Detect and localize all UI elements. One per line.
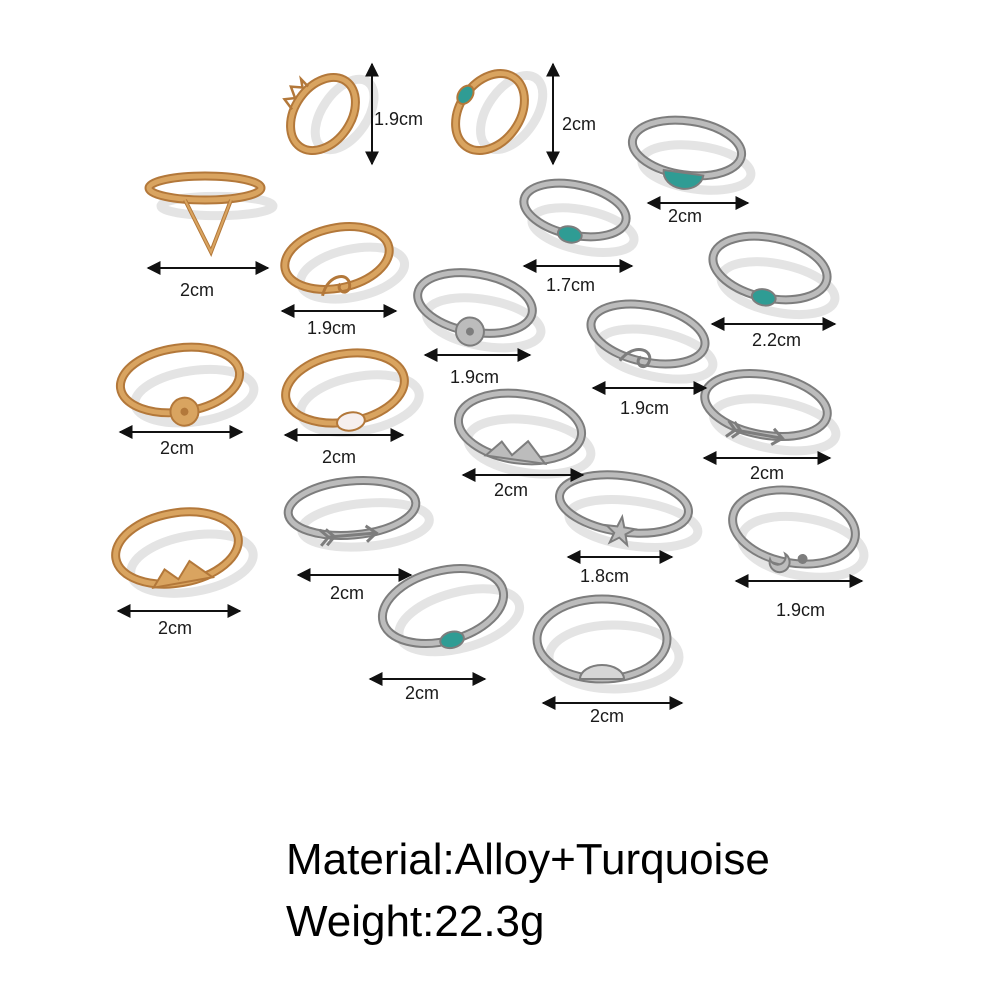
silver-arrow-ring bbox=[283, 476, 434, 552]
size-label-silver-moon-turquoise-open-ring: 2.2cm bbox=[752, 330, 802, 350]
size-label-silver-compass-ring: 1.9cm bbox=[450, 367, 500, 387]
size-label-silver-wave-ring: 1.9cm bbox=[620, 398, 670, 418]
size-label-gold-wave-ring: 1.9cm bbox=[307, 318, 357, 338]
weight-text: Weight:22.3g bbox=[286, 897, 545, 946]
silver-turquoise-oval-ring bbox=[519, 178, 639, 257]
gold-chevron-ring bbox=[144, 171, 278, 257]
silver-half-moon-turquoise-ring bbox=[627, 115, 756, 195]
size-label-silver-arrow-ring: 2cm bbox=[330, 583, 365, 603]
gold-moonstone-ring bbox=[281, 348, 424, 437]
size-label-silver-arrow-wrap-ring: 2cm bbox=[750, 463, 785, 483]
silver-mountain-ring bbox=[453, 388, 596, 479]
size-label-silver-half-moonstone-ring: 2cm bbox=[590, 706, 625, 726]
gold-eye-turquoise-ring bbox=[451, 69, 548, 155]
gold-sun-coin-ring bbox=[115, 342, 259, 428]
size-label-gold-moonstone-ring: 2cm bbox=[322, 447, 357, 467]
size-label-silver-moon-star-ring: 1.9cm bbox=[776, 600, 826, 620]
size-label-gold-mountain-ring: 2cm bbox=[158, 618, 193, 638]
size-label-gold-sun-coin-ring: 2cm bbox=[160, 438, 195, 458]
size-label-gold-crown-ring: 1.9cm bbox=[374, 109, 424, 129]
size-label-silver-half-moon-turquoise-ring: 2cm bbox=[668, 206, 703, 226]
material-text: Material:Alloy+Turquoise bbox=[286, 835, 770, 884]
size-label-gold-chevron-ring: 2cm bbox=[180, 280, 215, 300]
size-label-silver-starfish-ring: 1.8cm bbox=[580, 566, 630, 586]
silver-moon-turquoise-open-ring bbox=[708, 231, 840, 319]
size-label-silver-mountain-ring: 2cm bbox=[494, 480, 529, 500]
size-label-silver-turquoise-oval-ring: 1.7cm bbox=[546, 275, 596, 295]
silver-starfish-ring bbox=[555, 470, 703, 552]
size-label-silver-moon-turquoise-ring: 2cm bbox=[405, 683, 440, 703]
size-label-gold-eye-turquoise-ring: 2cm bbox=[562, 114, 597, 134]
silver-moon-turquoise-ring bbox=[377, 564, 525, 657]
silver-wave-ring bbox=[586, 299, 718, 384]
gold-mountain-ring bbox=[111, 507, 258, 598]
gold-wave-ring bbox=[280, 222, 410, 304]
silver-half-moonstone-ring bbox=[532, 594, 684, 694]
silver-compass-ring bbox=[413, 268, 546, 353]
